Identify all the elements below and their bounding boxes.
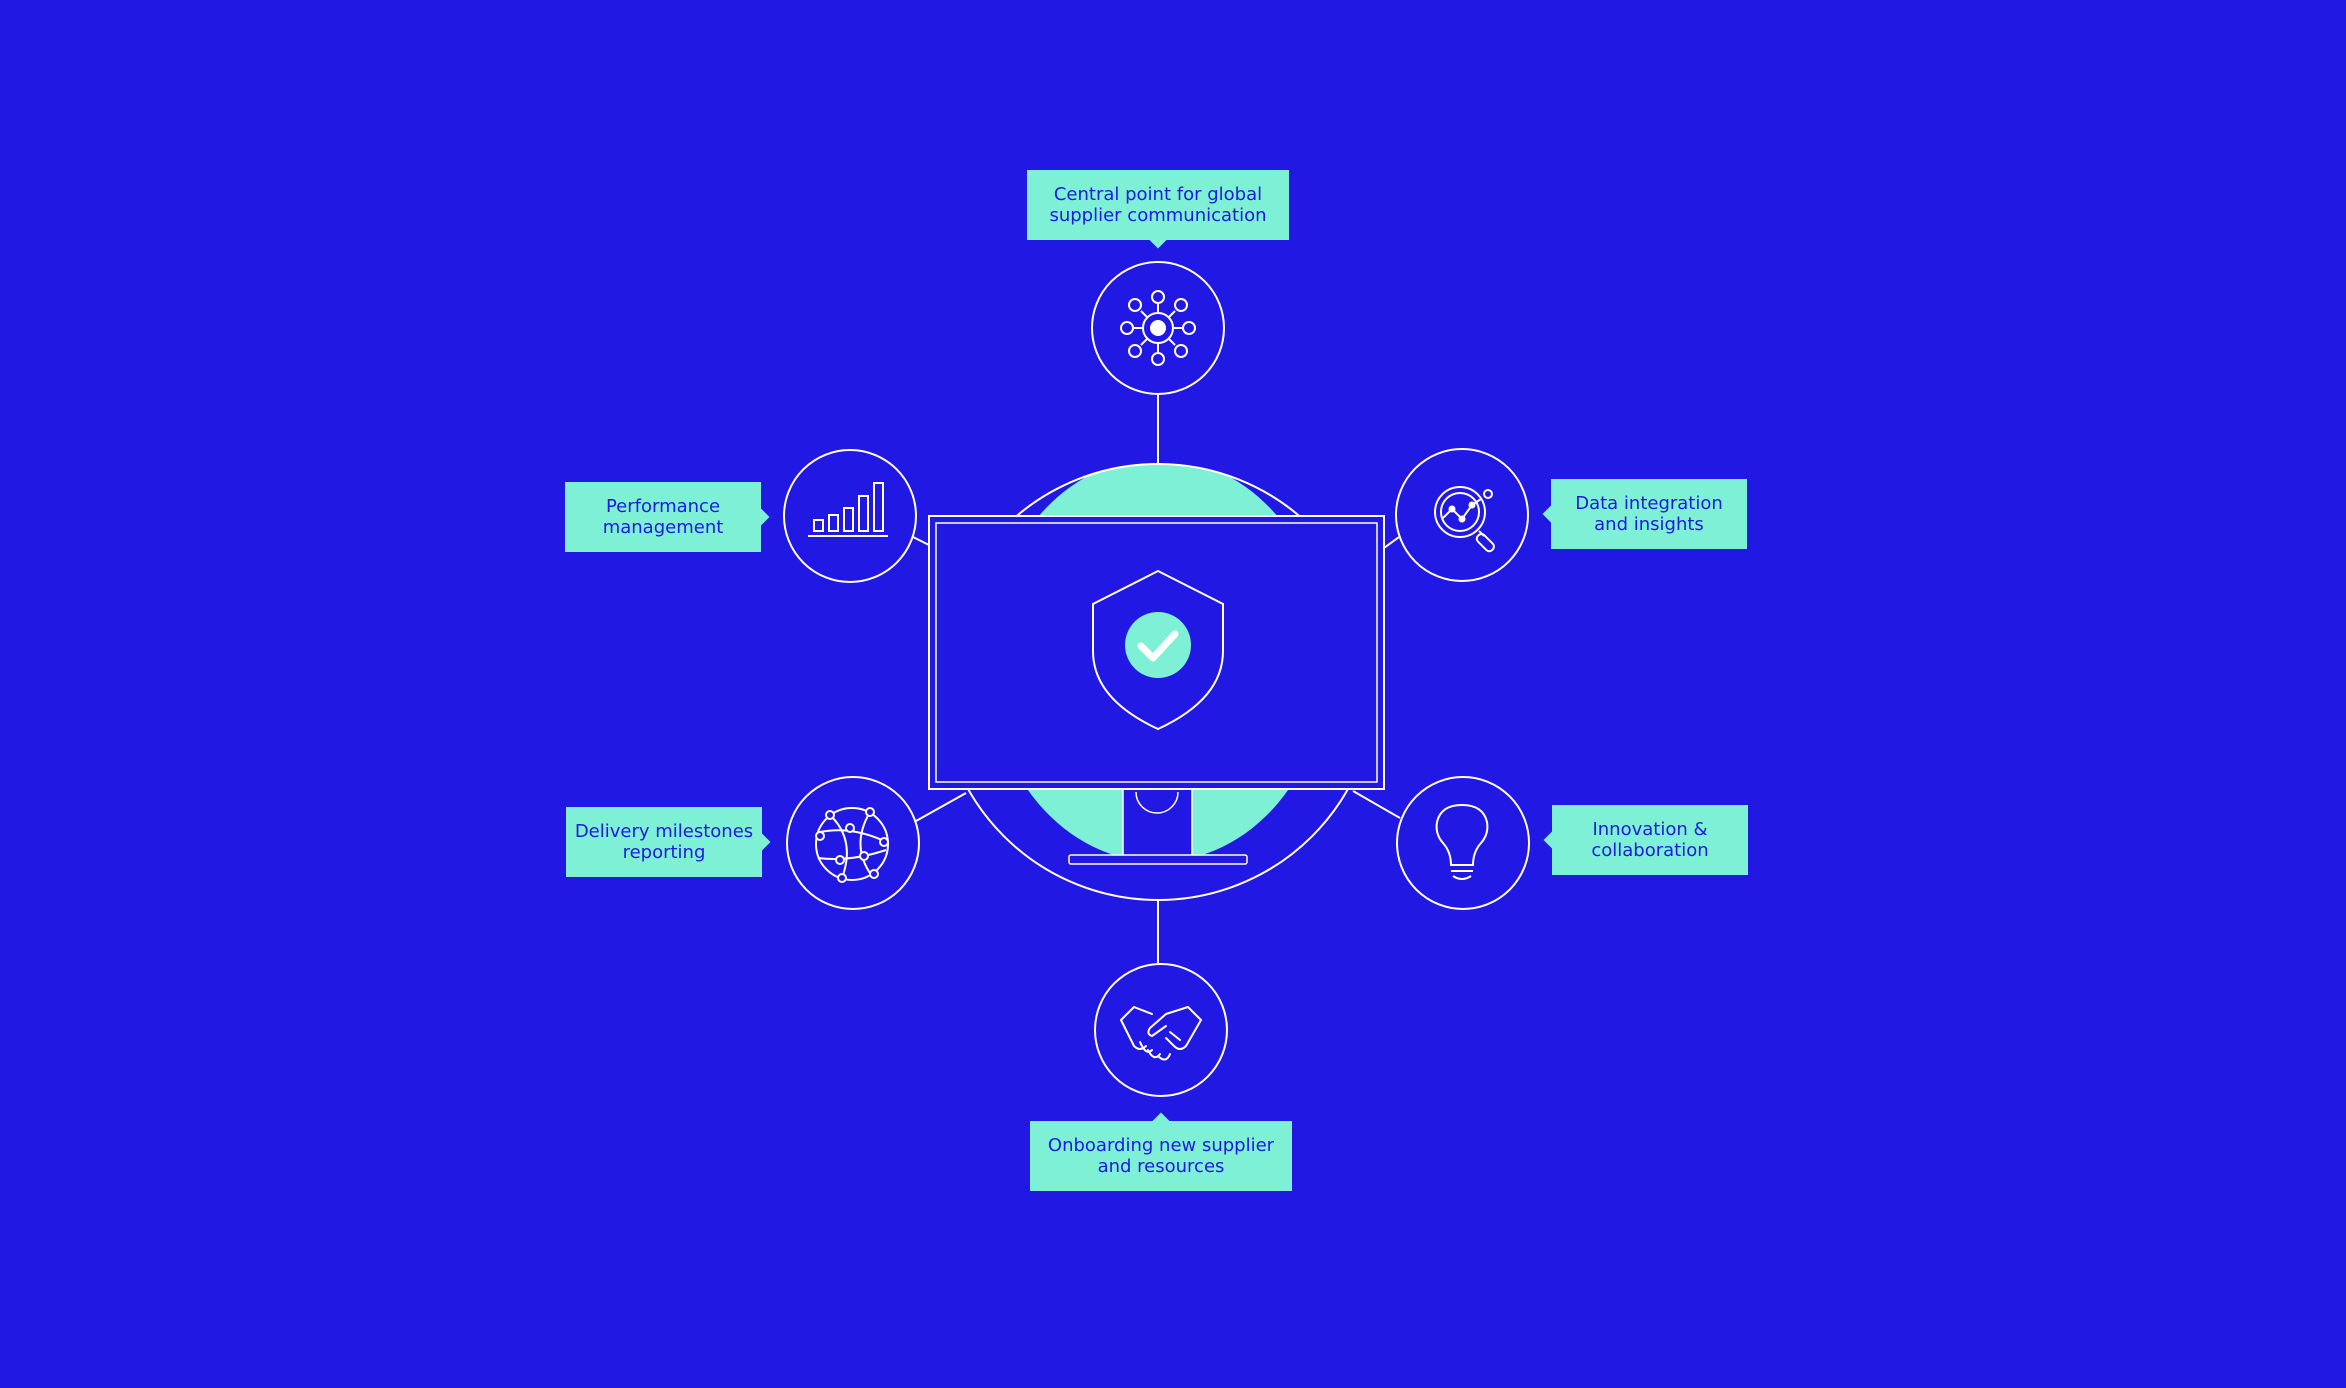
monitor-stand-notch — [1135, 791, 1179, 814]
handshake-icon — [1120, 1006, 1202, 1061]
node-label-top-text: Central point for global supplier commun… — [1049, 184, 1267, 226]
monitor-screen — [935, 522, 1378, 783]
node-circle-lower-right — [1396, 776, 1530, 910]
monitor-stand-neck — [1123, 789, 1192, 855]
node-label-top: Central point for global supplier commun… — [1027, 170, 1289, 249]
magnifier-chart-icon — [1434, 486, 1495, 553]
node-label-upper-right: Data integration and insights — [1542, 479, 1747, 549]
node-circle-upper-left — [783, 449, 917, 583]
node-label-upper-right-text: Data integration and insights — [1575, 493, 1723, 535]
connector-lower-right — [1352, 790, 1401, 819]
shield-check-icon — [1092, 569, 1224, 731]
connector-lines — [912, 395, 1401, 966]
connector-lower-left — [915, 792, 967, 822]
node-circle-upper-right — [1395, 448, 1529, 582]
node-label-bottom: Onboarding new supplier and resources — [1030, 1112, 1292, 1191]
node-circle-lower-left — [786, 776, 920, 910]
monitor-base — [1068, 854, 1248, 865]
network-hub-icon — [1120, 290, 1196, 366]
lightbulb-icon — [1435, 803, 1489, 880]
node-label-upper-left: Performance management — [565, 482, 770, 552]
node-label-lower-right-text: Innovation & collaboration — [1591, 819, 1709, 861]
node-label-lower-left-text: Delivery milestones reporting — [574, 821, 754, 863]
globe-network-icon — [815, 807, 889, 883]
node-label-lower-left: Delivery milestones reporting — [566, 807, 771, 877]
connector-upper-right — [1383, 536, 1400, 549]
node-label-upper-left-text: Performance management — [602, 496, 724, 538]
node-label-bottom-text: Onboarding new supplier and resources — [1047, 1135, 1275, 1177]
node-label-lower-right: Innovation & collaboration — [1543, 805, 1748, 875]
bar-chart-icon — [808, 482, 888, 537]
